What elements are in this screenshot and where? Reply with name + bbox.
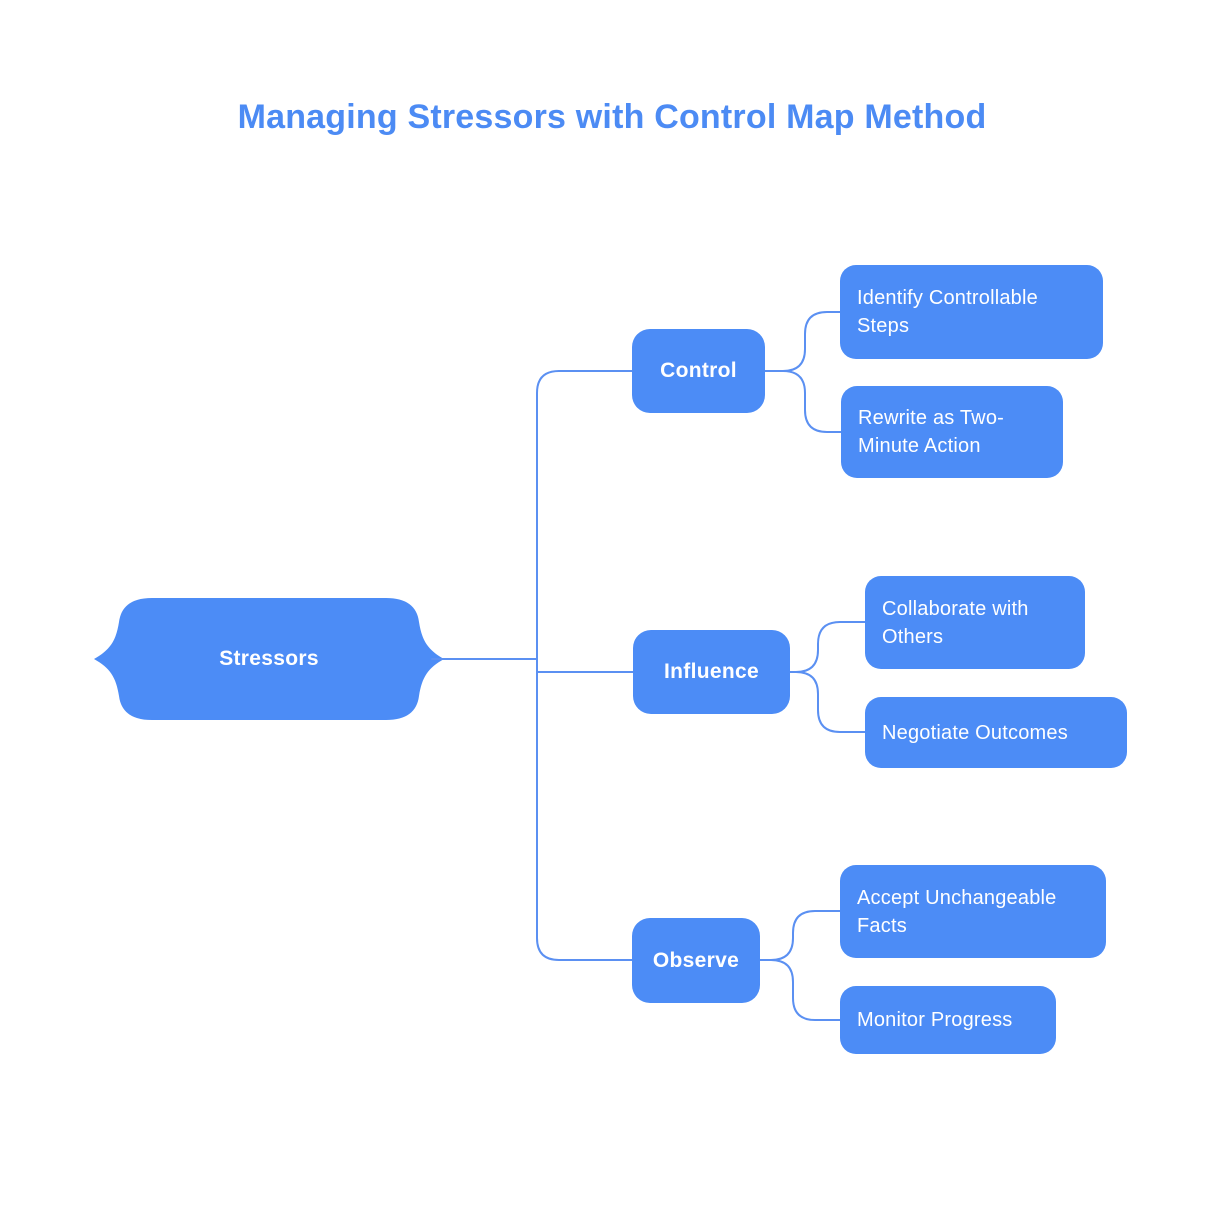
edge-observe-child2 <box>759 959 841 1021</box>
root-node-shape <box>94 598 444 720</box>
leaf-node-monitor-progress: Monitor Progress <box>840 986 1056 1054</box>
leaf-node-negotiate-outcomes: Negotiate Outcomes <box>865 697 1127 768</box>
edge-observe-child1 <box>759 910 841 961</box>
leaf-node-collaborate-with-others: Collaborate with Others <box>865 576 1085 669</box>
edge-control-child1 <box>764 311 841 372</box>
edge-control-child2 <box>764 370 842 433</box>
leaf-node-accept-unchangeable-facts: Accept Unchangeable Facts <box>840 865 1106 958</box>
leaf-node-identify-controllable-steps: Identify Controllable Steps <box>840 265 1103 359</box>
branch-node-influence: Influence <box>633 630 790 714</box>
edge-influence-child1 <box>789 621 866 673</box>
branch-node-observe: Observe <box>632 918 760 1003</box>
root-node-stressors: Stressors <box>219 647 319 670</box>
leaf-node-rewrite-two-minute-action: Rewrite as Two-Minute Action <box>841 386 1063 478</box>
edge-influence-child2 <box>789 671 866 733</box>
page-title: Managing Stressors with Control Map Meth… <box>237 98 987 136</box>
branch-node-control: Control <box>632 329 765 413</box>
edge-trunk <box>536 370 633 961</box>
